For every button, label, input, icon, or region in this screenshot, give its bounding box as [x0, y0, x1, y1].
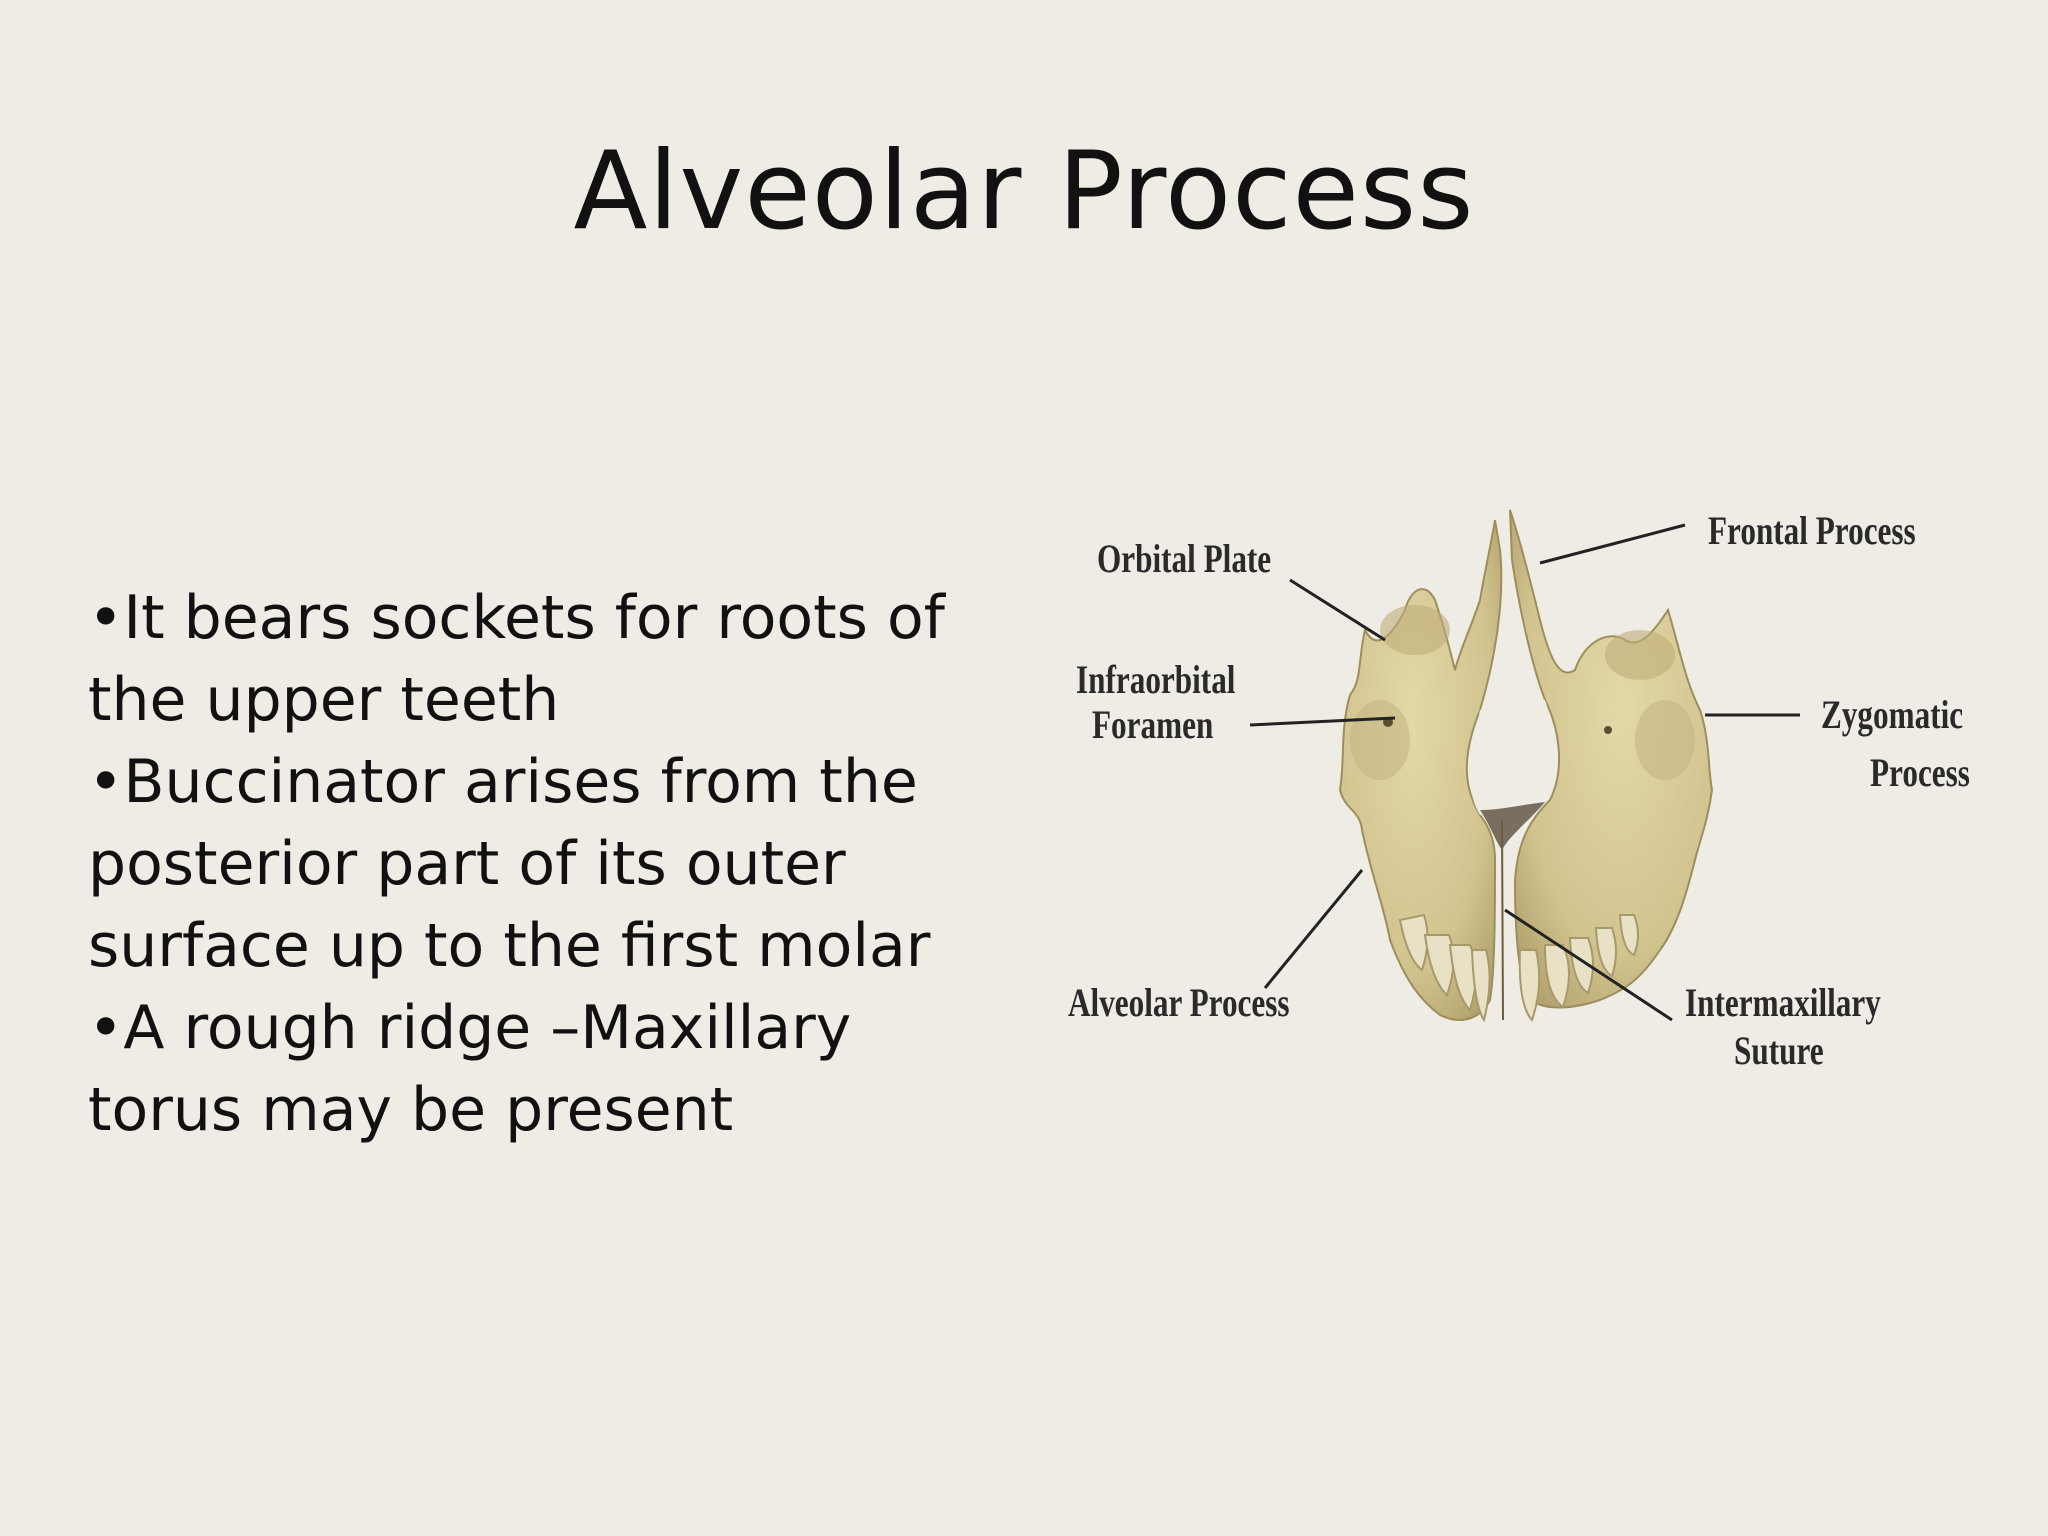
label-frontal-process: Frontal Process [1708, 508, 1916, 553]
leader-lines [1249, 523, 1800, 1022]
maxilla-illustration [1249, 509, 1800, 1023]
right-teeth [1518, 914, 1639, 1022]
right-maxilla-bone [1509, 509, 1714, 1009]
left-teeth [1398, 913, 1491, 1023]
label-alveolar-process: Alveolar Process [1068, 980, 1290, 1025]
label-infraorbital-line1: Infraorbital [1076, 657, 1236, 702]
bullet-item-1: •It bears sockets for roots of the upper… [88, 583, 945, 735]
bullet-item-2: •Buccinator arises from the posterior pa… [88, 747, 931, 981]
bullet-item-3: •A rough ridge –Maxillary torus may be p… [88, 993, 852, 1145]
label-zygomatic-line1: Zygomatic [1821, 692, 1964, 737]
label-zygomatic-line2: Process [1870, 750, 1970, 795]
intermaxillary-suture-line [1501, 819, 1504, 1021]
maxilla-diagram: Orbital Plate Frontal Process Infraorbit… [1040, 480, 2010, 1090]
nasal-aperture [1470, 700, 1555, 815]
palate-shadow [1480, 802, 1545, 850]
bullet-list: •It bears sockets for roots of the upper… [88, 577, 988, 1151]
slide-title: Alveolar Process [573, 129, 1475, 254]
label-orbital-plate: Orbital Plate [1097, 536, 1272, 581]
label-infraorbital-line2: Foramen [1092, 702, 1214, 747]
label-intermaxillary-line2: Suture [1734, 1028, 1824, 1073]
label-intermaxillary-line1: Intermaxillary [1685, 980, 1881, 1025]
